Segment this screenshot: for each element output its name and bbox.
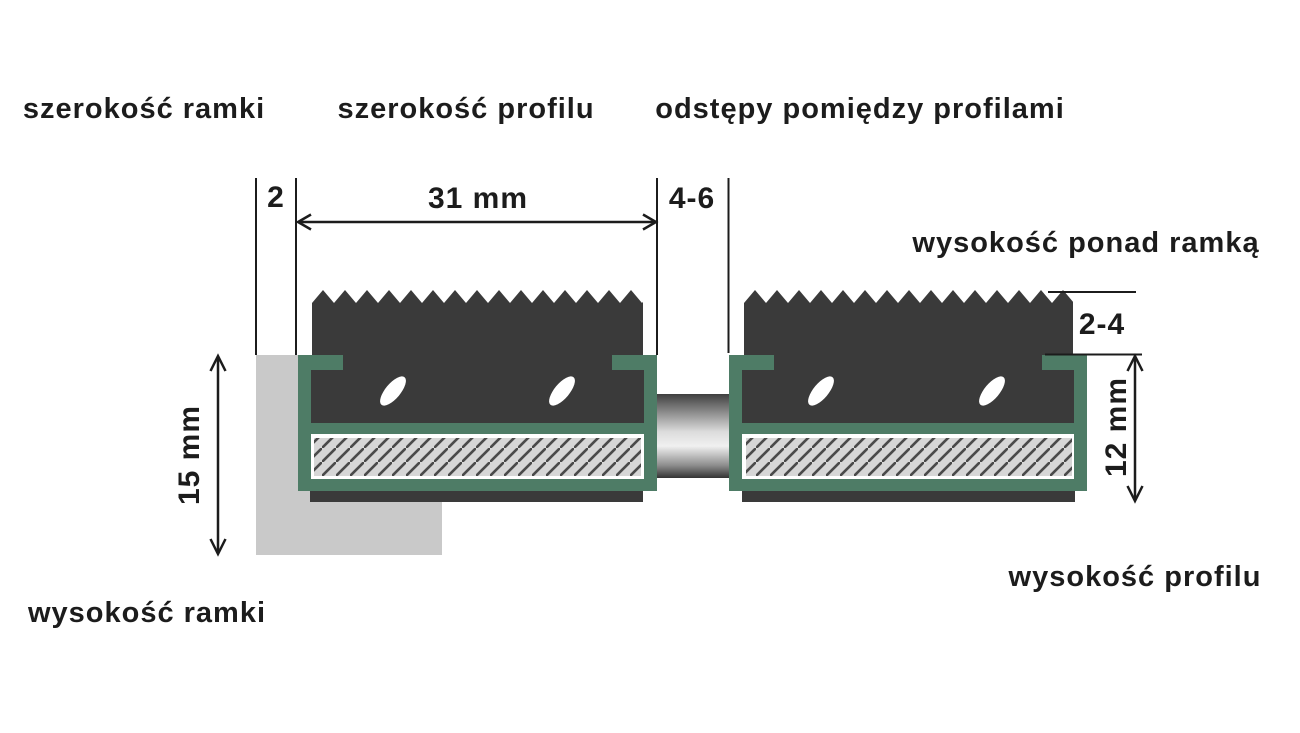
green-shelf [310, 423, 645, 434]
profile-spacing-value: 4-6 [669, 182, 715, 215]
drain-hole [979, 376, 1005, 406]
channel-left-flange [298, 355, 343, 370]
frame-height-value: 15 mm [173, 405, 206, 505]
connector-rod [655, 394, 730, 478]
rubber-core [310, 355, 645, 424]
diagram-labels: szerokość ramki szerokość profilu odstęp… [23, 93, 1262, 629]
channel-right-wall [644, 355, 657, 491]
channel-left-wall [729, 355, 742, 491]
height-above-frame-label: wysokość ponad ramką [911, 227, 1259, 259]
hatch-insert [746, 438, 1072, 476]
frame-height-arrow [209, 353, 227, 557]
profile-height-label: wysokość profilu [1008, 561, 1262, 593]
profile-height-value: 12 mm [1100, 377, 1133, 477]
rubber-foot [310, 491, 643, 502]
drain-hole [380, 376, 406, 406]
rubber-foot [742, 491, 1075, 502]
drain-hole [808, 376, 834, 406]
frame-height-label: wysokość ramki [27, 597, 266, 629]
left-profile [298, 290, 657, 502]
serrated-rubber-top [744, 290, 1073, 356]
profile-width-label: szerokość profilu [337, 93, 594, 125]
channel-right-wall [1074, 355, 1087, 491]
frame-bottom-leg [256, 500, 442, 555]
channel-left-flange [729, 355, 774, 370]
hatch-insert [314, 438, 641, 476]
profile-spacing-label: odstępy pomiędzy profilami [655, 93, 1065, 125]
serrated-rubber-top [312, 290, 643, 356]
aluminium-channel [729, 355, 1087, 491]
drain-hole [549, 376, 575, 406]
channel-bottom [298, 479, 657, 491]
dimension-lines [209, 178, 1144, 557]
rubber-core [742, 355, 1076, 424]
aluminium-channel [298, 355, 657, 491]
right-profile [729, 290, 1087, 502]
height-above-frame-value: 2-4 [1079, 308, 1125, 341]
green-shelf [742, 423, 1076, 434]
frame-width-value: 2 [267, 181, 285, 214]
channel-right-flange [612, 355, 657, 370]
channel-bottom [729, 479, 1087, 491]
profile-width-value: 31 mm [428, 182, 528, 215]
channel-left-wall [298, 355, 311, 491]
profile-width-arrow [295, 213, 659, 231]
frame-width-label: szerokość ramki [23, 93, 265, 125]
channel-right-flange [1042, 355, 1087, 370]
profile-height-arrow [1126, 353, 1144, 504]
